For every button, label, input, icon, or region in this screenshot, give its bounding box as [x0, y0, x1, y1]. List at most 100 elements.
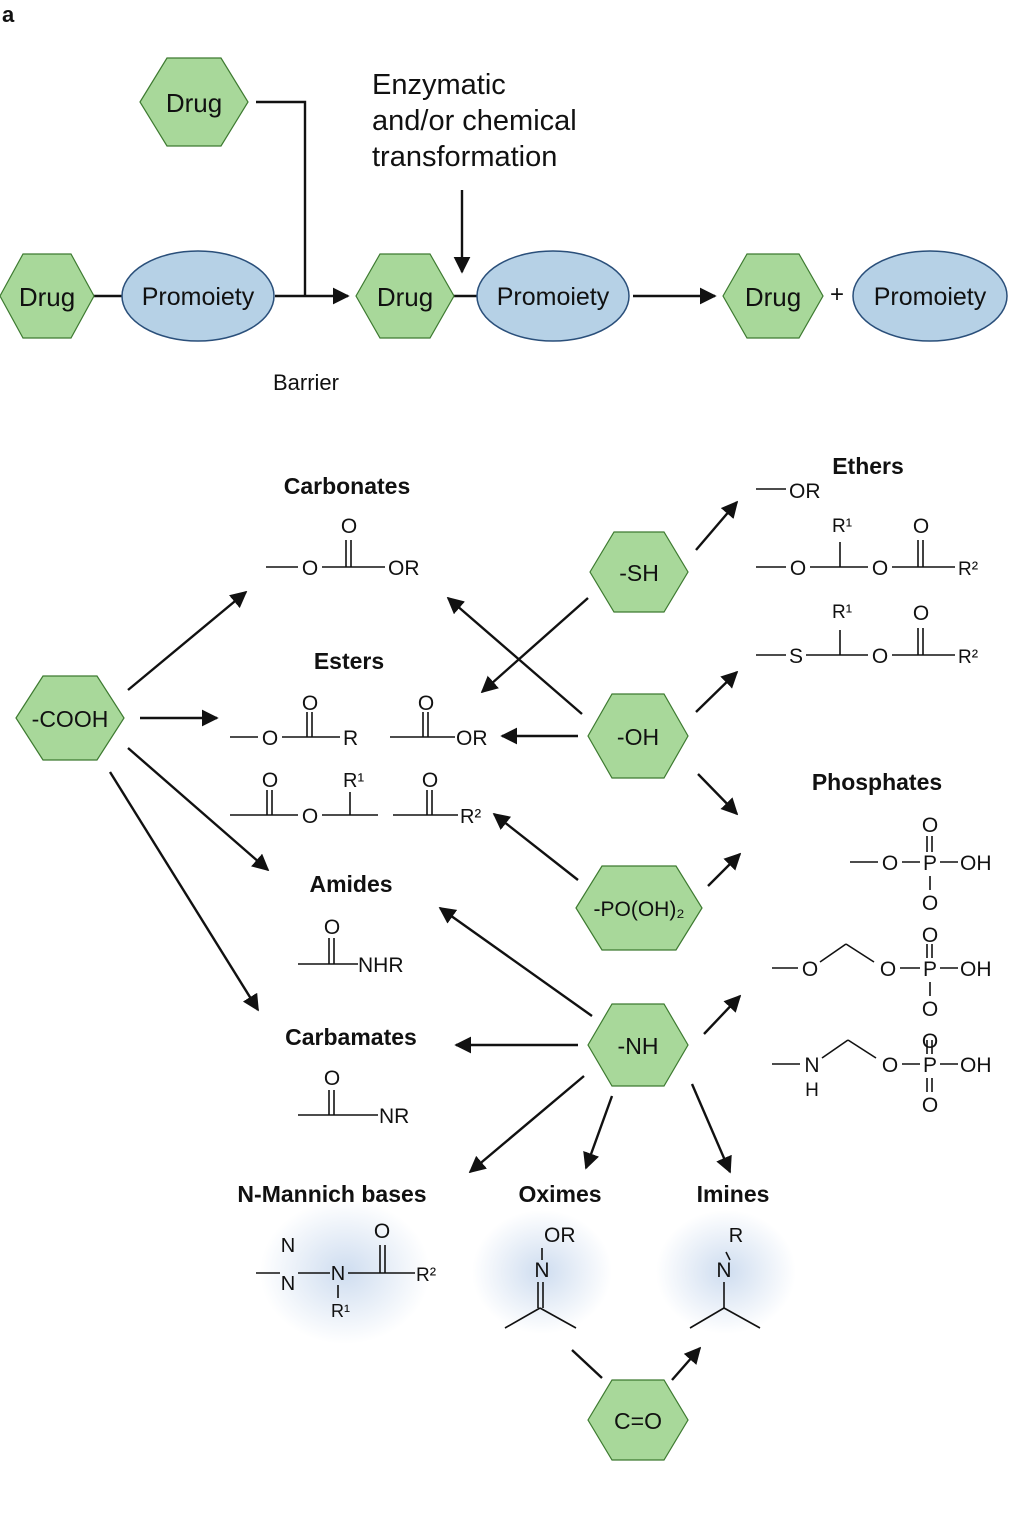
svg-text:O: O: [802, 958, 818, 981]
svg-text:P: P: [923, 958, 937, 981]
svg-text:R²: R²: [416, 1265, 436, 1286]
svg-text:OH: OH: [960, 1054, 992, 1077]
imines-title: Imines: [697, 1181, 770, 1207]
cooh-hexagon: [15, 675, 125, 761]
oxime-structure: OR N: [472, 1210, 612, 1334]
plus-sign: +: [830, 281, 844, 308]
svg-text:S: S: [789, 645, 803, 668]
promoiety-label: Promoiety: [497, 283, 610, 311]
oximes-title: Oximes: [518, 1181, 601, 1207]
svg-text:O: O: [374, 1220, 390, 1243]
svg-text:N: N: [331, 1263, 345, 1285]
svg-text:R²: R²: [460, 806, 481, 828]
svg-text:O: O: [882, 1054, 898, 1077]
svg-text:R: R: [729, 1225, 743, 1247]
reaction-arrows: [108, 500, 742, 1381]
co-hexagon: [587, 1379, 689, 1461]
svg-text:NHR: NHR: [358, 954, 404, 977]
ether-structure-3: S R¹ O O R²: [756, 602, 978, 668]
transformation-line-2: and/or chemical: [372, 105, 577, 137]
drug-hexagon-left: [0, 253, 95, 339]
drug-label: Drug: [377, 282, 433, 312]
carbonates-title: Carbonates: [284, 473, 411, 499]
svg-text:N: N: [804, 1054, 819, 1077]
ester-structure-2: O OR: [390, 692, 488, 750]
svg-text:P: P: [923, 1054, 937, 1077]
svg-text:O: O: [882, 852, 898, 875]
carbonate-structure: O O OR: [266, 515, 420, 580]
svg-text:O: O: [302, 557, 318, 580]
svg-text:O: O: [341, 515, 357, 538]
barrier-label: Barrier: [273, 370, 339, 395]
svg-text:R¹: R¹: [832, 516, 852, 537]
esters-title: Esters: [314, 648, 384, 674]
svg-text:O: O: [913, 602, 929, 625]
svg-text:O: O: [324, 916, 340, 939]
drug-hexagon-right: [722, 253, 824, 339]
drug-join-line: [256, 100, 307, 296]
nh-hexagon: [587, 1003, 689, 1087]
svg-text:O: O: [418, 692, 434, 715]
svg-text:O: O: [262, 727, 278, 750]
svg-text:O: O: [880, 958, 896, 981]
promoiety-ellipse-left: [121, 250, 275, 342]
svg-text:R²: R²: [958, 647, 978, 668]
po-hexagon: [575, 865, 703, 951]
imine-structure: R N: [656, 1210, 796, 1334]
promoiety-label: Promoiety: [142, 283, 255, 311]
sh-label: -SH: [619, 560, 659, 586]
ether-structure-1: OR: [756, 480, 821, 503]
ether-structure-2: O R¹ O O R²: [756, 515, 978, 580]
drug-label: Drug: [19, 282, 75, 312]
sh-hexagon: [589, 531, 689, 613]
mannich-structure: N N N R¹ O R²: [256, 1200, 436, 1344]
drug-label: Drug: [745, 282, 801, 312]
panel-label: a: [2, 2, 15, 27]
drug-hexagon-middle: [355, 253, 455, 339]
amides-title: Amides: [309, 871, 392, 897]
oh-label: -OH: [617, 724, 659, 750]
svg-text:R²: R²: [958, 559, 978, 580]
svg-text:O: O: [790, 557, 806, 580]
ester-structure-1: O O R: [230, 692, 358, 750]
amide-structure: O NHR: [298, 916, 404, 977]
svg-text:NR: NR: [379, 1105, 409, 1128]
svg-text:N: N: [534, 1259, 549, 1282]
transformation-line-1: Enzymatic: [372, 69, 506, 101]
svg-text:O: O: [922, 998, 938, 1021]
svg-text:O: O: [302, 805, 318, 828]
phosphates-title: Phosphates: [812, 769, 942, 795]
svg-text:O: O: [922, 892, 938, 915]
transformation-line-3: transformation: [372, 141, 557, 173]
svg-text:O: O: [922, 1030, 938, 1053]
promoiety-ellipse-right: [852, 250, 1008, 342]
co-label: C=O: [614, 1408, 662, 1434]
svg-text:OH: OH: [960, 958, 992, 981]
svg-text:N: N: [716, 1259, 731, 1282]
svg-text:O: O: [324, 1067, 340, 1090]
svg-text:O: O: [872, 645, 888, 668]
svg-text:N: N: [281, 1273, 295, 1295]
promoiety-label: Promoiety: [874, 283, 987, 311]
svg-text:OH: OH: [960, 852, 992, 875]
drug-hexagon-top: [139, 57, 249, 147]
svg-text:O: O: [913, 515, 929, 538]
oh-hexagon: [587, 693, 689, 779]
carbamates-title: Carbamates: [285, 1024, 417, 1050]
svg-text:OR: OR: [456, 727, 488, 750]
promoiety-ellipse-middle: [476, 250, 630, 342]
svg-text:R¹: R¹: [832, 602, 852, 623]
nh-label: -NH: [618, 1033, 659, 1059]
po-label: -PO(OH)₂: [594, 898, 685, 921]
phosphate-structure-1: O P O O OH: [850, 814, 992, 915]
svg-text:O: O: [922, 1094, 938, 1117]
svg-text:OR: OR: [789, 480, 821, 503]
svg-text:O: O: [922, 924, 938, 947]
drug-label: Drug: [166, 88, 222, 118]
svg-text:R: R: [343, 727, 358, 750]
svg-text:N: N: [281, 1235, 295, 1257]
svg-text:P: P: [923, 852, 937, 875]
svg-text:O: O: [872, 557, 888, 580]
ethers-title: Ethers: [832, 453, 904, 479]
